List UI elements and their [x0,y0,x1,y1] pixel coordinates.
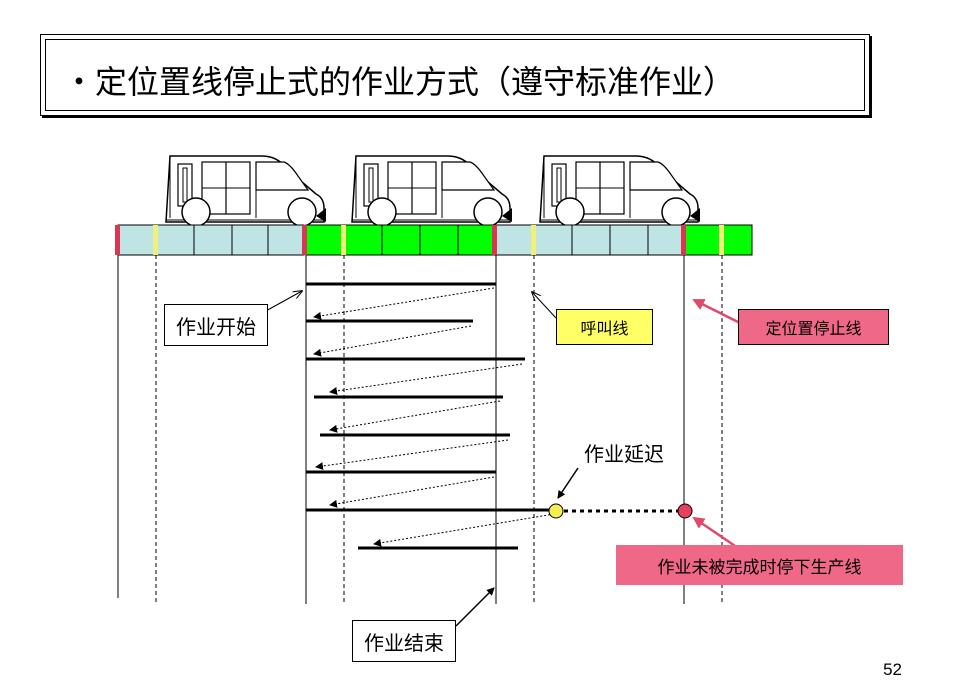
work-start-pointer [263,291,302,313]
delay-pointer [557,467,579,499]
work-delay-label: 作业延迟 [584,441,664,466]
return-arrows [313,287,555,547]
stop-point [677,503,693,519]
van-icon [165,155,327,227]
title-frame: ・定位置线停止式的作业方式（遵守标准作业） [40,34,870,116]
delay-point [548,503,564,519]
fixed-stop-line-label: 定位置停止线 [738,309,889,345]
work-cycle-bars [306,282,556,550]
work-end-label: 作业结束 [352,620,456,662]
page-number: 52 [883,660,902,679]
work-end-pointer [455,587,495,627]
fixed-stop-pointer [692,298,741,325]
call-line-label: 呼叫线 [556,309,653,345]
call-line-pointer [532,292,557,319]
conveyor [115,224,753,256]
van-icon [351,155,513,227]
work-start-label: 作业开始 [164,304,268,346]
van-icon [539,155,701,227]
stop-incomplete-pointer [692,516,739,550]
page-title: ・定位置线停止式的作业方式（遵守标准作业） [63,63,736,101]
title-frame-inner [45,39,865,111]
stop-line-incomplete-label: 作业未被完成时停下生产线 [616,545,903,585]
